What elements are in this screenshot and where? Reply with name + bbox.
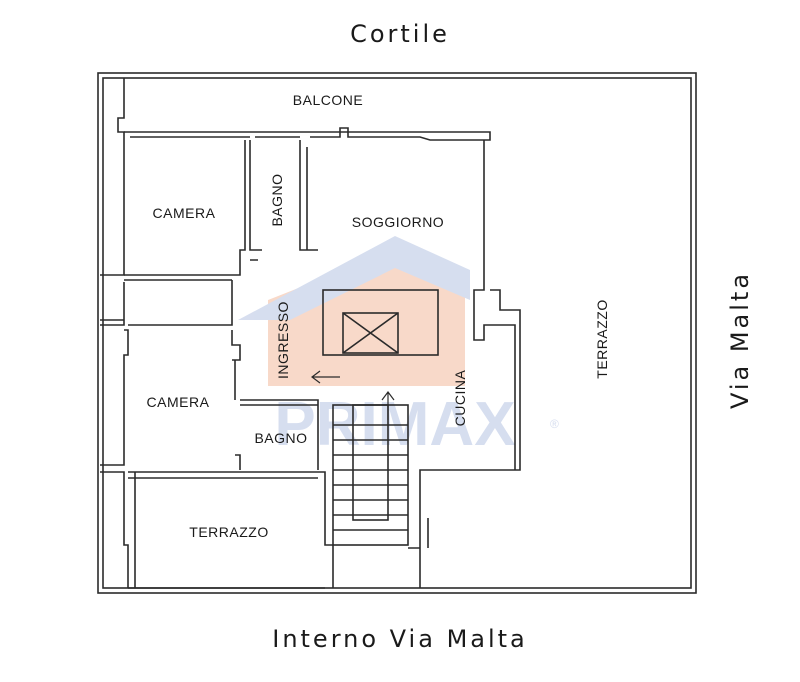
- room-label-camera-bottom: CAMERA: [146, 394, 210, 410]
- street-label-bottom: Interno Via Malta: [272, 625, 528, 653]
- outer-wall-inner: [102, 77, 692, 589]
- arrow-up-icon: [381, 391, 395, 420]
- walls: [97, 72, 697, 594]
- room-label-cucina: CUCINA: [452, 369, 468, 427]
- watermark-registered: ®: [550, 417, 559, 431]
- right-apartment-wall: [408, 490, 429, 588]
- room-label-ingresso: INGRESSO: [275, 301, 291, 379]
- street-label-top: Cortile: [350, 20, 450, 48]
- staircase: [332, 404, 409, 546]
- entry-arrows: [311, 370, 395, 420]
- elevator-car: [342, 312, 399, 354]
- room-label-camera-top: CAMERA: [152, 205, 216, 221]
- bottom-rooms-wall: [128, 360, 334, 588]
- room-label-terrazzo-bottom: TERRAZZO: [189, 524, 269, 540]
- balcony-wall: [124, 127, 491, 262]
- room-label-terrazzo-right: TERRAZZO: [594, 299, 610, 379]
- left-wall: [100, 78, 129, 588]
- kitchen-wall: [419, 262, 521, 490]
- terrazzo-bottom-wall: [128, 472, 325, 589]
- street-label-right: Via Malta: [726, 270, 754, 410]
- watermark-logo: PRIMAX ®: [238, 236, 559, 459]
- corridor-wall: [128, 280, 319, 470]
- elevator-shaft: [322, 289, 439, 356]
- elevator-cross: [342, 312, 399, 354]
- room-label-soggiorno: SOGGIORNO: [351, 214, 445, 230]
- outer-wall: [97, 72, 697, 594]
- room-label-bagno-top: BAGNO: [269, 173, 285, 227]
- room-label-bagno-bottom: BAGNO: [254, 430, 308, 446]
- arrow-left-icon: [311, 370, 340, 384]
- room-label-balcone: BALCONE: [292, 92, 364, 108]
- soggiorno-wall: [250, 140, 318, 261]
- camera-top-wall: [124, 140, 262, 281]
- watermark-house-blue: [238, 236, 470, 320]
